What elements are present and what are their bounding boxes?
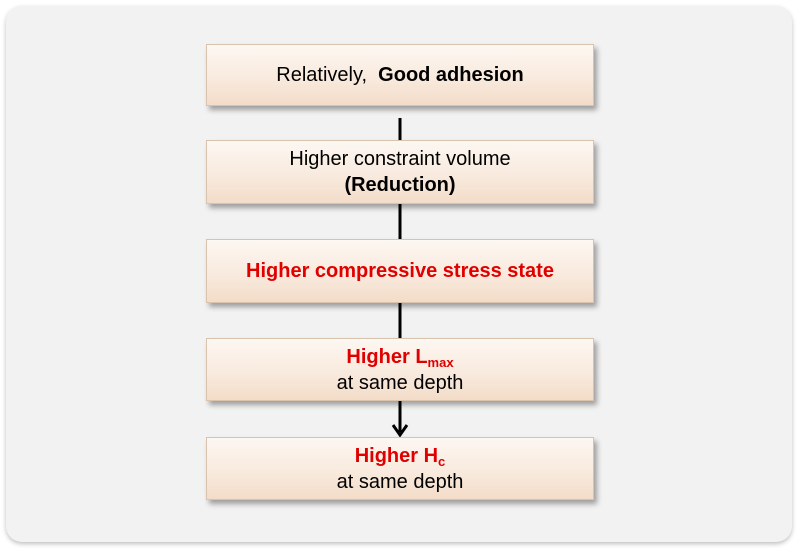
node-higher-lmax-sub: max: [427, 354, 454, 370]
node-constraint-volume-line1: Higher constraint volume: [289, 148, 511, 170]
node-compressive-stress: Higher compressive stress state: [206, 239, 594, 303]
node-good-adhesion-prefix: Relatively,: [276, 64, 368, 86]
node-higher-lmax-line2: at same depth: [336, 371, 464, 394]
node-constraint-volume: Higher constraint volume (Reduction): [206, 140, 594, 204]
node-higher-lmax: Higher Lmax at same depth: [206, 338, 594, 401]
node-higher-hc-sub: c: [438, 453, 446, 469]
node-good-adhesion-text: Relatively, Good adhesion: [276, 62, 523, 88]
node-good-adhesion-highlight: Good adhesion: [378, 64, 524, 86]
node-higher-lmax-main: Higher L: [346, 345, 428, 368]
node-compressive-stress-text: Higher compressive stress state: [246, 260, 554, 282]
node-higher-lmax-title: Higher Lmax: [346, 344, 453, 370]
arrow-4-5-head: [391, 424, 409, 438]
node-higher-hc-main: Higher H: [354, 444, 439, 467]
node-good-adhesion: Relatively, Good adhesion: [206, 44, 594, 106]
node-higher-hc: Higher Hc at same depth: [206, 437, 594, 500]
node-constraint-volume-line2: (Reduction): [344, 174, 456, 196]
node-higher-hc-line2: at same depth: [336, 470, 464, 493]
node-higher-hc-title: Higher Hc: [355, 443, 446, 469]
